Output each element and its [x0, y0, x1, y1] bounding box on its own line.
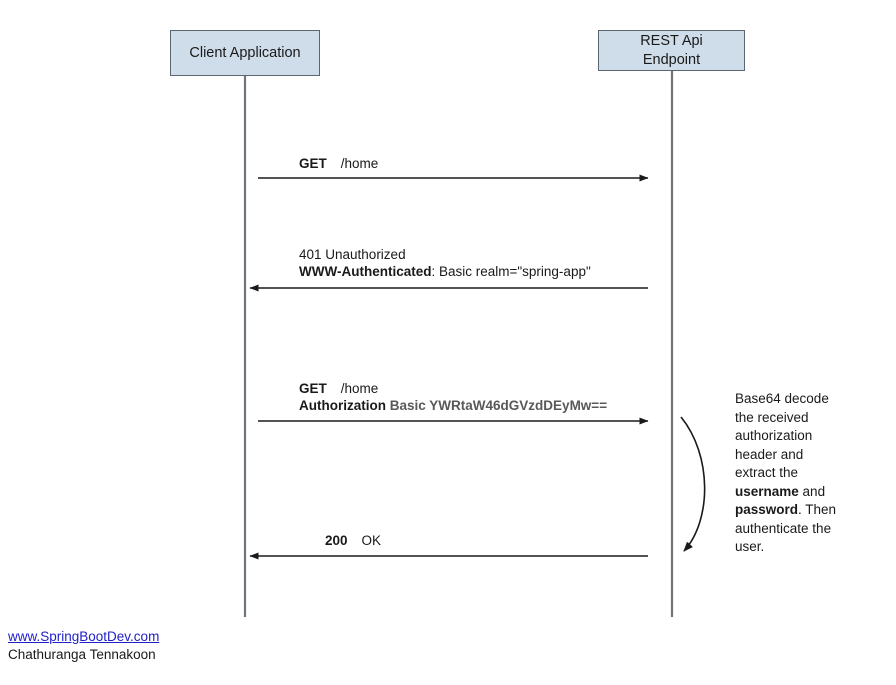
message-auth-credentials: Basic YWRtaW46dGVzdDEyMw== — [389, 398, 608, 413]
participant-rest-label-line2: Endpoint — [642, 51, 701, 68]
message-get-home-path: /home — [340, 156, 379, 171]
participant-client-label: Client Application — [189, 44, 301, 61]
footer-website-link[interactable]: www.SpringBootDev.com — [8, 629, 160, 644]
participant-rest-api-endpoint[interactable]: REST Api Endpoint — [598, 30, 745, 71]
message-200-reason: OK — [361, 533, 382, 548]
message-auth-header-line: Authorization Basic YWRtaW46dGVzdDEyMw== — [299, 397, 607, 414]
participant-rest-label: REST Api Endpoint — [640, 32, 703, 68]
message-200-code: 200 — [325, 533, 348, 548]
self-call-curve — [680, 416, 706, 552]
message-auth-path: /home — [340, 381, 379, 396]
participant-rest-label-line1: REST Api — [640, 33, 703, 50]
message-label-get-home: GET/home — [299, 155, 378, 172]
message-401-header-line: WWW-Authenticated: Basic realm="spring-a… — [299, 263, 591, 280]
message-get-home-method: GET — [299, 156, 327, 171]
message-401-status: 401 Unauthorized — [299, 247, 406, 262]
message-label-200-ok: 200 OK — [325, 532, 381, 549]
self-call-note: Base64 decode the received authorization… — [735, 390, 847, 557]
message-auth-header-name: Authorization — [299, 398, 386, 413]
message-label-401: 401 Unauthorized WWW-Authenticated: Basi… — [299, 246, 591, 280]
footer: www.SpringBootDev.com Chathuranga Tennak… — [8, 628, 159, 663]
message-401-header-value: : Basic realm="spring-app" — [431, 264, 591, 279]
footer-author-name: Chathuranga Tennakoon — [8, 646, 156, 662]
self-call-note-segment-2: and — [798, 483, 826, 499]
participant-client-application[interactable]: Client Application — [170, 30, 320, 76]
message-401-header-name: WWW-Authenticated — [299, 264, 432, 279]
message-label-get-home-auth: GET/home Authorization Basic YWRtaW46dGV… — [299, 380, 607, 414]
self-call-note-segment-4: . Then authenticate the user. — [735, 502, 837, 554]
self-call-note-segment-1: username — [735, 483, 799, 499]
message-auth-method: GET — [299, 381, 327, 396]
self-call-note-segment-3: password — [735, 502, 799, 517]
self-call-note-segment-0: Base64 decode the received authorization… — [735, 391, 829, 480]
message-auth-request-line: GET/home — [299, 380, 607, 397]
